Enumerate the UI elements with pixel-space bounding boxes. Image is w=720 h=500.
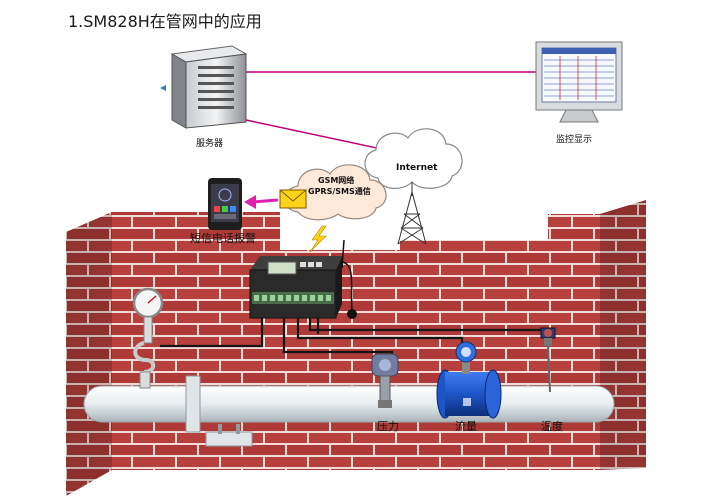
server-label: 服务器 <box>196 137 223 149</box>
gprs-sms-label: GPRS/SMS通信 <box>308 186 371 196</box>
temperature-label: 温度 <box>541 419 563 433</box>
server-internet-link <box>245 119 387 151</box>
envelope-icon <box>279 189 307 209</box>
flow-label: 流量 <box>455 419 477 433</box>
pressure-transmitter-icon <box>371 353 399 408</box>
monitor-icon <box>535 41 623 123</box>
monitor-label: 监控显示 <box>556 133 592 145</box>
lightning-icon <box>309 225 327 253</box>
phone-alarm-label: 短信电话报警 <box>190 231 256 245</box>
rtu-controller-icon <box>249 239 357 319</box>
internet-label: Internet <box>396 163 438 173</box>
sms-arrow <box>244 195 279 209</box>
gsm-network-label: GSM网络 <box>318 175 354 185</box>
pressure-gauge-icon <box>132 287 164 389</box>
page-title: 1.SM828H在管网中的应用 <box>68 12 262 31</box>
flowmeter-icon <box>436 341 502 419</box>
server-icon <box>160 45 248 129</box>
cloud-icon <box>284 128 463 221</box>
smartphone-icon <box>208 178 242 230</box>
temperature-sensor-icon <box>540 327 556 393</box>
brick-wall <box>66 200 646 496</box>
antenna-tower-icon <box>397 182 427 245</box>
pressure-label: 压力 <box>377 420 399 433</box>
